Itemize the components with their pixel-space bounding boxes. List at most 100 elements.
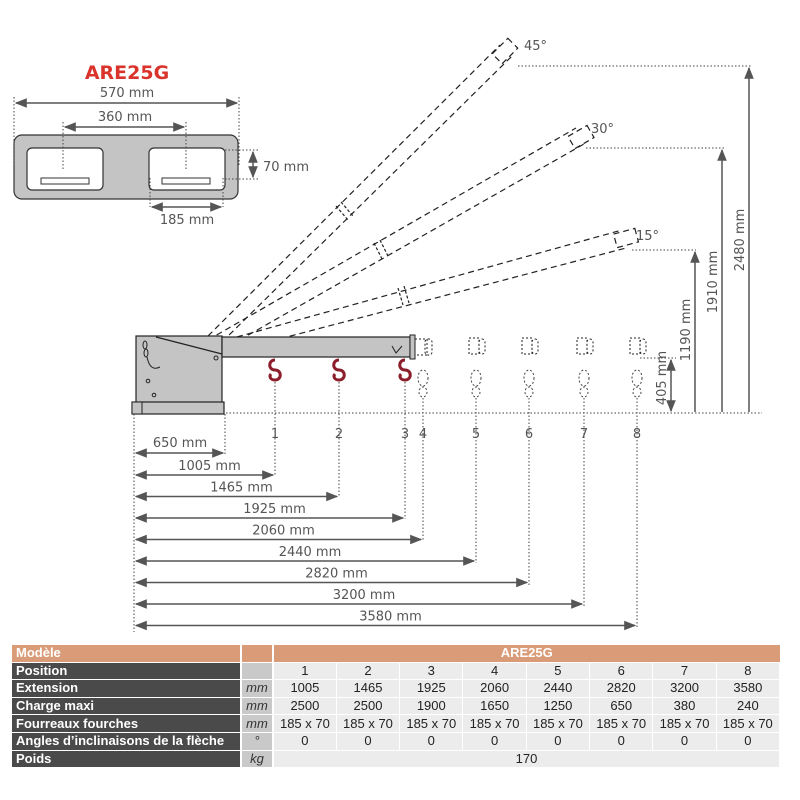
position-number: 1: [271, 427, 279, 442]
boom-15-outline: [207, 229, 623, 346]
hook-height-label: 405 mm: [655, 351, 670, 405]
row-value: 185 x 70: [526, 714, 591, 733]
row-unit: mm: [240, 714, 274, 733]
hook-position-5: 5: [468, 337, 486, 563]
boom-30-outline: [207, 127, 577, 341]
position-number: 6: [525, 427, 533, 442]
row-value: 1900: [399, 697, 464, 716]
row-value: 3: [399, 662, 464, 681]
position-number: 4: [419, 427, 427, 442]
row-label: Angles d’inclinaisons de la flèche: [12, 732, 241, 751]
row-label: Fourreaux fourches: [12, 714, 241, 733]
row-value: 0: [462, 732, 527, 751]
extension-label: 1005 mm: [178, 459, 241, 474]
row-label: Position: [12, 662, 241, 681]
row-value: 4: [462, 662, 527, 681]
fork-pocket-view: 570 mm 360 mm 70 mm 185 mm: [13, 86, 309, 228]
hook-icon: [398, 358, 412, 382]
hook-ghost-icon: [417, 369, 429, 387]
row-value: 1465: [336, 679, 401, 698]
crane-dimension-diagram: ARE25G 570 mm 360 mm 70 mm 185 mm: [13, 37, 762, 632]
fork-carriage: [135, 335, 223, 404]
hook-icon: [332, 358, 346, 382]
overall-width-label: 570 mm: [100, 86, 154, 101]
position-number: 2: [335, 427, 343, 442]
row-value: 6: [589, 662, 654, 681]
model-header-label: Modèle: [12, 645, 241, 663]
hook-position-7: 7: [576, 337, 594, 607]
angle-label-30: 30°: [591, 122, 614, 137]
base-plate: [131, 401, 225, 415]
height-45-label: 2480 mm: [733, 209, 748, 272]
row-value: 5: [526, 662, 591, 681]
table-header-row: Modèle ARE25G: [12, 645, 780, 663]
hook-ghost-icon: [523, 369, 535, 387]
table-row-weight: Poids kg 170: [12, 750, 780, 769]
height-15-label: 1190 mm: [679, 299, 694, 362]
hook-icon: [268, 358, 282, 382]
position-number: 3: [401, 427, 409, 442]
row-value: 0: [652, 732, 717, 751]
boom-45-outline: [207, 44, 501, 337]
boom-horizontal: [221, 336, 411, 358]
row-value: 3200: [652, 679, 717, 698]
hook-position-6: 6: [521, 337, 539, 585]
pocket-width-label: 185 mm: [160, 213, 214, 228]
extension-label: 2820 mm: [305, 567, 368, 582]
hook-ghost-icon: [578, 369, 590, 387]
row-value: 185 x 70: [273, 714, 337, 733]
hook-position-1: 1: [268, 358, 282, 475]
hook-position-4: 4: [417, 369, 429, 541]
row-unit: [240, 662, 274, 681]
row-unit: kg: [240, 750, 274, 769]
position-number: 7: [580, 427, 588, 442]
row-value: 0: [399, 732, 464, 751]
row-value: 650: [589, 697, 654, 716]
row-value: 1925: [399, 679, 464, 698]
extension-label: 2060 mm: [252, 524, 315, 539]
row-unit: mm: [240, 697, 274, 716]
row-value: 8: [716, 662, 781, 681]
row-value: 2060: [462, 679, 527, 698]
row-value: 240: [716, 697, 781, 716]
hook-ghost-icon: [631, 369, 643, 387]
hook-ghost-icon: [470, 369, 482, 387]
model-header-value: ARE25G: [273, 645, 780, 663]
extension-label: 3580 mm: [359, 610, 422, 625]
row-value: 2500: [273, 697, 337, 716]
hook-position-2: 2: [332, 358, 346, 497]
row-value: 185 x 70: [589, 714, 654, 733]
row-unit: °: [240, 732, 274, 751]
row-value: 2: [336, 662, 401, 681]
row-value: 0: [589, 732, 654, 751]
height-30-label: 1910 mm: [706, 251, 721, 314]
position-number: 5: [472, 427, 480, 442]
row-value: 1005: [273, 679, 337, 698]
row-label: Extension: [12, 679, 241, 698]
angle-label-45: 45°: [524, 39, 547, 54]
row-value: 1250: [526, 697, 591, 716]
row-unit: mm: [240, 679, 274, 698]
row-value: 0: [526, 732, 591, 751]
base-length-label: 650 mm: [153, 436, 207, 451]
extension-label: 3200 mm: [333, 588, 396, 603]
row-value: 2440: [526, 679, 591, 698]
weight-value: 170: [273, 750, 780, 769]
extension-label: 1925 mm: [243, 502, 306, 517]
angle-label-15: 15°: [636, 229, 659, 244]
row-value: 185 x 70: [716, 714, 781, 733]
hook-position-3: 3: [398, 358, 412, 519]
row-value: 0: [273, 732, 337, 751]
model-title: ARE25G: [85, 62, 169, 84]
row-value: 1: [273, 662, 337, 681]
extension-label: 1465 mm: [210, 481, 273, 496]
row-value: 2500: [336, 697, 401, 716]
row-value: 1650: [462, 697, 527, 716]
row-value: 185 x 70: [336, 714, 401, 733]
row-value: 7: [652, 662, 717, 681]
